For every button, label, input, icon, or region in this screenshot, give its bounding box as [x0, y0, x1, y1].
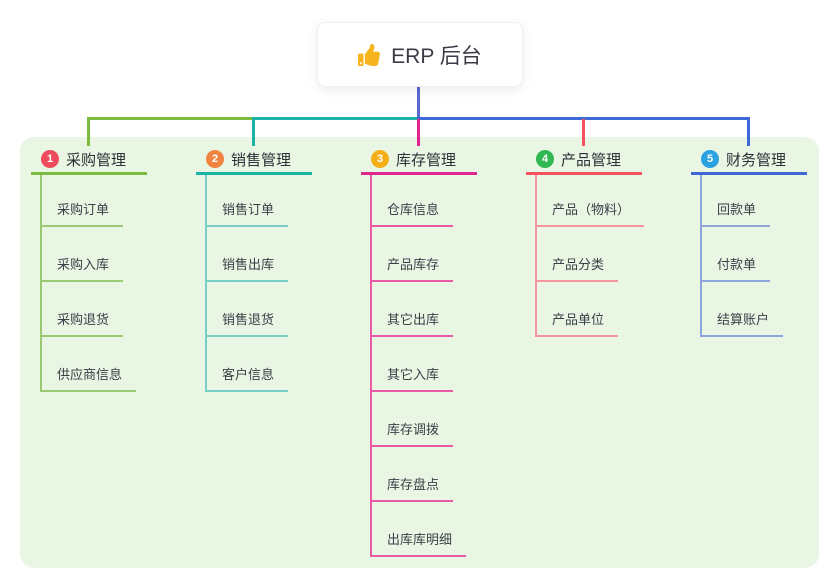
thumbs-up-icon	[358, 43, 381, 66]
child-row: 其它出库	[361, 282, 477, 337]
child-row: 出库库明细	[361, 502, 477, 557]
child-row: 销售订单	[196, 175, 312, 227]
child-node[interactable]: 销售出库	[205, 254, 289, 282]
root-trunk-line	[417, 85, 420, 120]
connector-drop-line	[252, 119, 255, 146]
child-node[interactable]: 采购入库	[40, 254, 124, 282]
branch-vline	[700, 175, 702, 337]
branch-node: 2 销售管理 销售订单销售出库销售退货客户信息	[196, 146, 312, 392]
child-row: 回款单	[691, 175, 807, 227]
branch-children: 仓库信息产品库存其它出库其它入库库存调拨库存盘点出库库明细	[361, 175, 477, 557]
child-node[interactable]: 产品单位	[535, 309, 619, 337]
branch-children: 回款单付款单结算账户	[691, 175, 807, 337]
branch-title[interactable]: 3 库存管理	[361, 146, 477, 175]
connector-line-sales	[252, 117, 419, 120]
branch-vline	[370, 175, 372, 557]
child-node[interactable]: 采购退货	[40, 309, 124, 337]
branch-node: 4 产品管理 产品（物料） 产品分类产品单位	[526, 146, 645, 337]
child-node[interactable]: 付款单	[700, 254, 771, 282]
child-row: 产品库存	[361, 227, 477, 282]
branch-badge: 1	[41, 150, 59, 168]
branch-children: 产品（物料） 产品分类产品单位	[526, 175, 645, 337]
child-node[interactable]: 其它入库	[370, 364, 454, 392]
root-node[interactable]: ERP 后台	[317, 22, 523, 87]
child-row: 采购退货	[31, 282, 147, 337]
child-row: 产品（物料）	[526, 175, 645, 227]
connector-drop-line	[747, 119, 750, 146]
child-row: 结算账户	[691, 282, 807, 337]
child-node[interactable]: 产品分类	[535, 254, 619, 282]
branch-title-label: 财务管理	[726, 151, 787, 169]
branch-node: 1 采购管理 采购订单采购入库采购退货供应商信息	[31, 146, 147, 392]
child-node[interactable]: 销售退货	[205, 309, 289, 337]
connector-drop-line	[87, 119, 90, 146]
child-row: 付款单	[691, 227, 807, 282]
branch-badge: 5	[701, 150, 719, 168]
branch-badge-number: 2	[211, 153, 219, 165]
child-node[interactable]: 采购订单	[40, 199, 124, 227]
branch-badge-number: 5	[706, 153, 714, 165]
branch-badge: 3	[371, 150, 389, 168]
branch-badge: 2	[206, 150, 224, 168]
child-row: 客户信息	[196, 337, 312, 392]
branch-badge-number: 1	[46, 153, 54, 165]
child-node[interactable]: 供应商信息	[40, 364, 137, 392]
child-node[interactable]: 客户信息	[205, 364, 289, 392]
child-row: 仓库信息	[361, 175, 477, 227]
child-row: 库存盘点	[361, 447, 477, 502]
branch-title[interactable]: 2 销售管理	[196, 146, 312, 175]
branch-title[interactable]: 1 采购管理	[31, 146, 147, 175]
branch-title-label: 采购管理	[66, 151, 127, 169]
branch-vline	[535, 175, 537, 337]
branches-background-panel	[20, 137, 819, 568]
child-node[interactable]: 其它出库	[370, 309, 454, 337]
connector-drop-line	[417, 119, 420, 146]
child-row: 产品单位	[526, 282, 644, 337]
connector-line-purchase	[87, 117, 254, 120]
branch-node: 5 财务管理 回款单付款单结算账户	[691, 146, 807, 337]
child-row: 采购入库	[31, 227, 147, 282]
branch-vline	[205, 175, 207, 392]
root-node-label: ERP 后台	[391, 44, 482, 68]
branch-badge-number: 3	[376, 153, 384, 165]
child-node[interactable]: 结算账户	[700, 309, 784, 337]
branch-title-label: 销售管理	[231, 151, 292, 169]
connector-drop-line	[582, 119, 585, 146]
branch-badge-number: 4	[541, 153, 549, 165]
child-node[interactable]: 出库库明细	[370, 529, 467, 557]
branch-node: 3 库存管理 仓库信息产品库存其它出库其它入库库存调拨库存盘点出库库明细	[361, 146, 477, 557]
branch-badge: 4	[536, 150, 554, 168]
branch-children: 销售订单销售出库销售退货客户信息	[196, 175, 312, 392]
child-row: 供应商信息	[31, 337, 147, 392]
child-row: 库存调拨	[361, 392, 477, 447]
child-row: 其它入库	[361, 337, 477, 392]
child-node[interactable]: 库存盘点	[370, 474, 454, 502]
branch-title-label: 产品管理	[561, 151, 622, 169]
child-row: 采购订单	[31, 175, 147, 227]
child-node[interactable]: 产品库存	[370, 254, 454, 282]
child-row: 销售退货	[196, 282, 312, 337]
child-node[interactable]: 产品（物料）	[535, 199, 645, 227]
child-row: 销售出库	[196, 227, 312, 282]
child-row: 产品分类	[526, 227, 644, 282]
branch-title-label: 库存管理	[396, 151, 457, 169]
branch-children: 采购订单采购入库采购退货供应商信息	[31, 175, 147, 392]
branch-title[interactable]: 5 财务管理	[691, 146, 807, 175]
child-node[interactable]: 库存调拨	[370, 419, 454, 447]
branch-vline	[40, 175, 42, 392]
child-node[interactable]: 回款单	[700, 199, 771, 227]
child-node[interactable]: 销售订单	[205, 199, 289, 227]
connector-line-finance	[417, 117, 750, 120]
child-node[interactable]: 仓库信息	[370, 199, 454, 227]
branch-title[interactable]: 4 产品管理	[526, 146, 642, 175]
